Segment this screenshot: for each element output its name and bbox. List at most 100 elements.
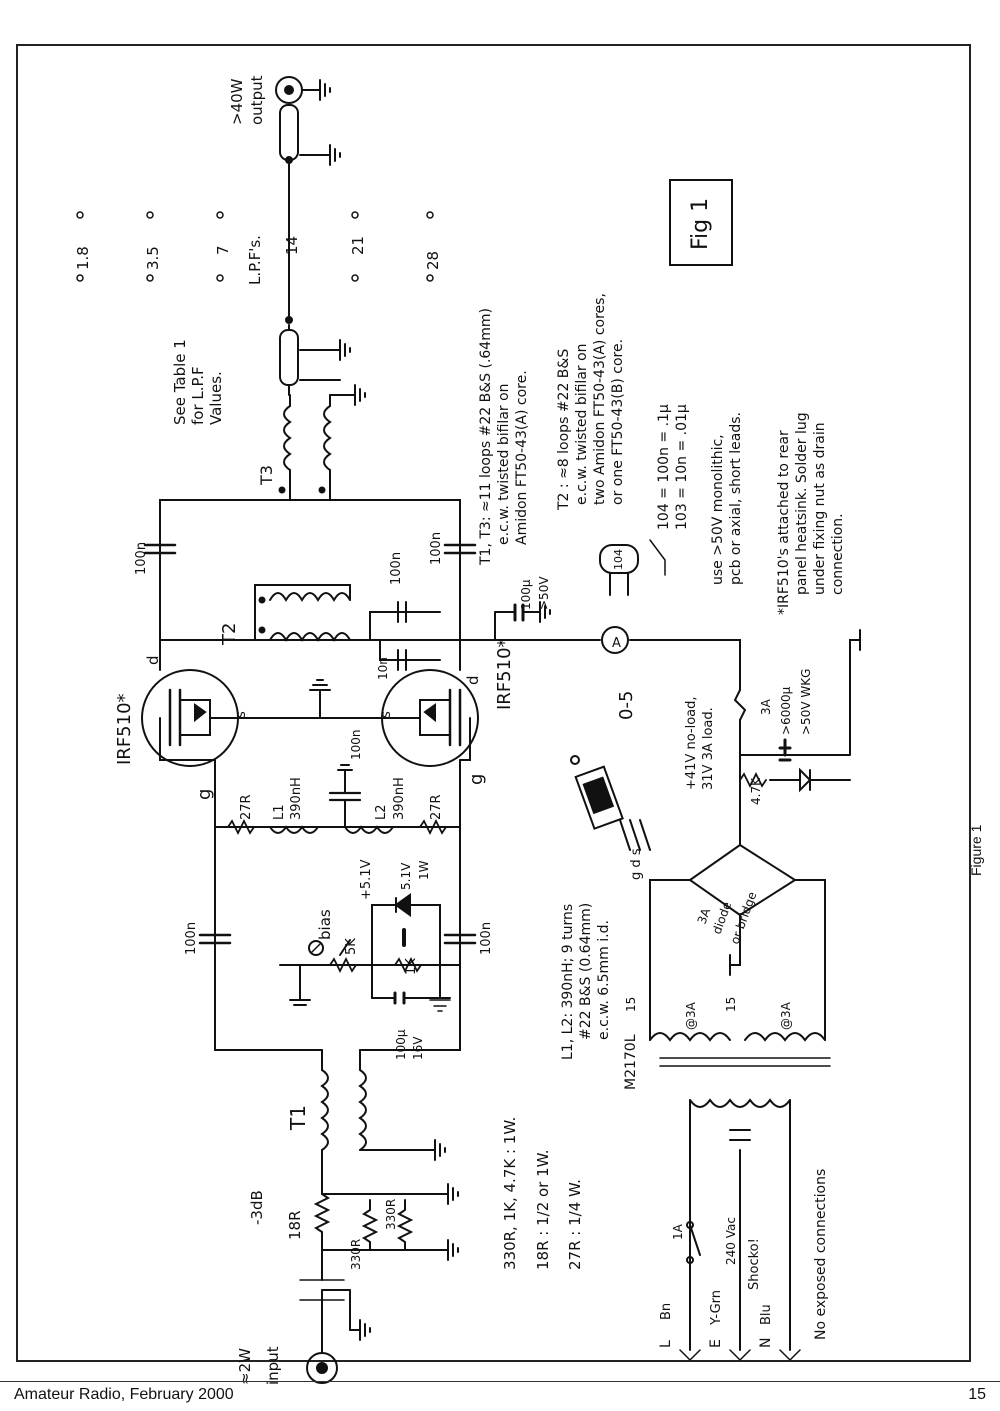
- secondary-3a-b: @3A: [779, 1001, 793, 1030]
- fuse-3a: [733, 689, 747, 721]
- capacitor-100n-drain-left: [143, 543, 177, 555]
- footer-rule: [0, 1381, 1000, 1382]
- gate-network: [198, 764, 477, 1012]
- note-cap-use-2: pcb or axial, short leads.: [728, 412, 744, 585]
- potentiometer-5k: [329, 956, 357, 974]
- band-28: 28: [424, 251, 442, 270]
- pot-5k-label: 5K: [344, 938, 359, 955]
- band-pins: [76, 211, 434, 282]
- mains-bn-label: Bn: [659, 1303, 674, 1320]
- t2-label: T2: [219, 623, 240, 646]
- cap-6000u-label: >6000µ: [779, 686, 793, 735]
- res-27r-right-label: 27R: [429, 794, 444, 820]
- led-indicator: [769, 767, 812, 793]
- capacitor-100n-drain-right: [443, 543, 477, 555]
- cap-100n-t2-label: 100n: [389, 552, 404, 585]
- zener-diode: [394, 893, 411, 917]
- mains-e-label: E: [708, 1339, 724, 1348]
- page-number: 15: [968, 1386, 986, 1403]
- capacitor-104-sketch: [599, 539, 666, 596]
- note-res-1: 330R, 1K, 4.7K : 1W.: [501, 1117, 519, 1270]
- fig-label-box: [669, 179, 733, 266]
- secondary-winding-b: [744, 1032, 826, 1042]
- figure-caption: Figure 1: [968, 824, 984, 876]
- res-1k-label: 1K: [404, 958, 419, 975]
- mosfet-right-label: IRF510*: [494, 638, 515, 710]
- fuse-1a: [689, 1224, 701, 1256]
- cap-100u-16v-label: 100µ: [394, 1029, 408, 1060]
- band-21: 21: [349, 236, 367, 255]
- cap-100n-drain-right-label: 100n: [429, 532, 444, 565]
- capacitor-100n-gate-left: [198, 933, 232, 945]
- power-supply: [601, 626, 861, 1362]
- zener-power-label: 1W: [417, 860, 431, 880]
- varistor: [729, 1129, 751, 1166]
- pin-d-right: d: [464, 675, 482, 685]
- band-14: 14: [283, 236, 301, 255]
- supply-load-label: 31V 3A load.: [701, 707, 716, 790]
- secondary-3a-a: @3A: [684, 1001, 698, 1030]
- fuse-1a-label: 1A: [671, 1223, 685, 1240]
- capacitor-100n-gate-right: [443, 933, 477, 945]
- input-label: input: [264, 1346, 282, 1385]
- res-4-7k-label: 4.7K: [749, 777, 763, 805]
- secondary-15-b: 15: [724, 997, 738, 1012]
- note-t2-4: or one FT50-43(B) core.: [610, 339, 626, 505]
- cap-100n-drain-left-label: 100n: [134, 542, 149, 575]
- note-irf-3: under fixing nut as drain: [812, 422, 828, 595]
- ammeter-icon: [601, 626, 629, 654]
- lpf-note-2: for L.P.F: [189, 366, 207, 425]
- l1-value-label: 390nH: [289, 777, 304, 820]
- res-330r-b-label: 330R: [384, 1199, 398, 1230]
- fig-box-label: Fig 1: [688, 198, 713, 250]
- figure-frame: [16, 44, 971, 1362]
- pin-g-left: g: [194, 789, 215, 800]
- mains-ygrn-label: Y-Grn: [709, 1290, 724, 1326]
- inductor-l2: [344, 825, 394, 834]
- band-3-5: 3.5: [144, 246, 162, 270]
- mains-l-label: L: [658, 1340, 674, 1348]
- l1-label: L1: [272, 804, 287, 820]
- mains-voltage-label: 240 Vac: [724, 1217, 738, 1265]
- pin-s-right: s: [379, 711, 394, 718]
- zener-label: 5.1V: [399, 862, 413, 890]
- meter-range-label: 0-5: [616, 691, 637, 720]
- note-cap-use-1: use >50V monolithic,: [710, 434, 726, 585]
- publication-footer: Amateur Radio, February 2000: [14, 1386, 234, 1403]
- l2-label: L2: [374, 804, 389, 820]
- resistor-4-7k: [739, 771, 767, 789]
- inductor-l1: [269, 825, 319, 834]
- note-irf-2: panel heatsink. Solder lug: [794, 412, 810, 595]
- transformer-t3: [278, 384, 366, 501]
- secondary-winding-a: [649, 1032, 731, 1042]
- pinout-labels: g d s: [629, 848, 644, 880]
- output-power-label: >40W: [228, 78, 246, 125]
- band-1-8: 1.8: [74, 246, 92, 270]
- primary-winding: [689, 1098, 791, 1108]
- supply-no-load-label: +41V no-load,: [684, 696, 699, 790]
- note-t1-t3-2: e.c.w. twisted bifilar on: [496, 383, 512, 545]
- note-coil-3: e.c.w. 6.5mm i.d.: [596, 920, 612, 1040]
- lpf-note-1: See Table 1: [171, 339, 189, 425]
- output-label: output: [248, 75, 266, 125]
- cap-100n-gate-left-label: 100n: [184, 922, 199, 955]
- t1-label: T1: [286, 1105, 310, 1131]
- meter-symbol: A: [612, 636, 621, 651]
- bridge-label-3: or bridge: [728, 890, 760, 946]
- note-cap-103: 103 = 10n = .01µ: [674, 404, 690, 530]
- cap-50v-rating-label: >50V: [537, 576, 551, 610]
- cap-10n-label: 10n: [376, 657, 390, 680]
- transformer-t1: [214, 759, 461, 1161]
- capacitor-100u-16v: [393, 991, 406, 1005]
- note-irf-1: *IRF510's attached to rear: [776, 430, 792, 615]
- l2-value-label: 390nH: [392, 777, 407, 820]
- note-coil-1: L1, L2: 390nH; 9 turns: [560, 904, 576, 1060]
- resistor-27r-right: [419, 818, 447, 836]
- note-t1-t3-1: T1, T3: ≈11 loops #22 B&S (.64mm): [478, 308, 494, 566]
- note-t2-2: e.c.w. twisted bifilar on: [574, 343, 590, 505]
- bias-adjust-icon: [308, 940, 324, 956]
- note-t2-1: T2 : ≈8 loops #22 B&S: [556, 349, 572, 511]
- bias-label: bias: [316, 909, 334, 940]
- mains-blu-label: Blu: [759, 1304, 774, 1325]
